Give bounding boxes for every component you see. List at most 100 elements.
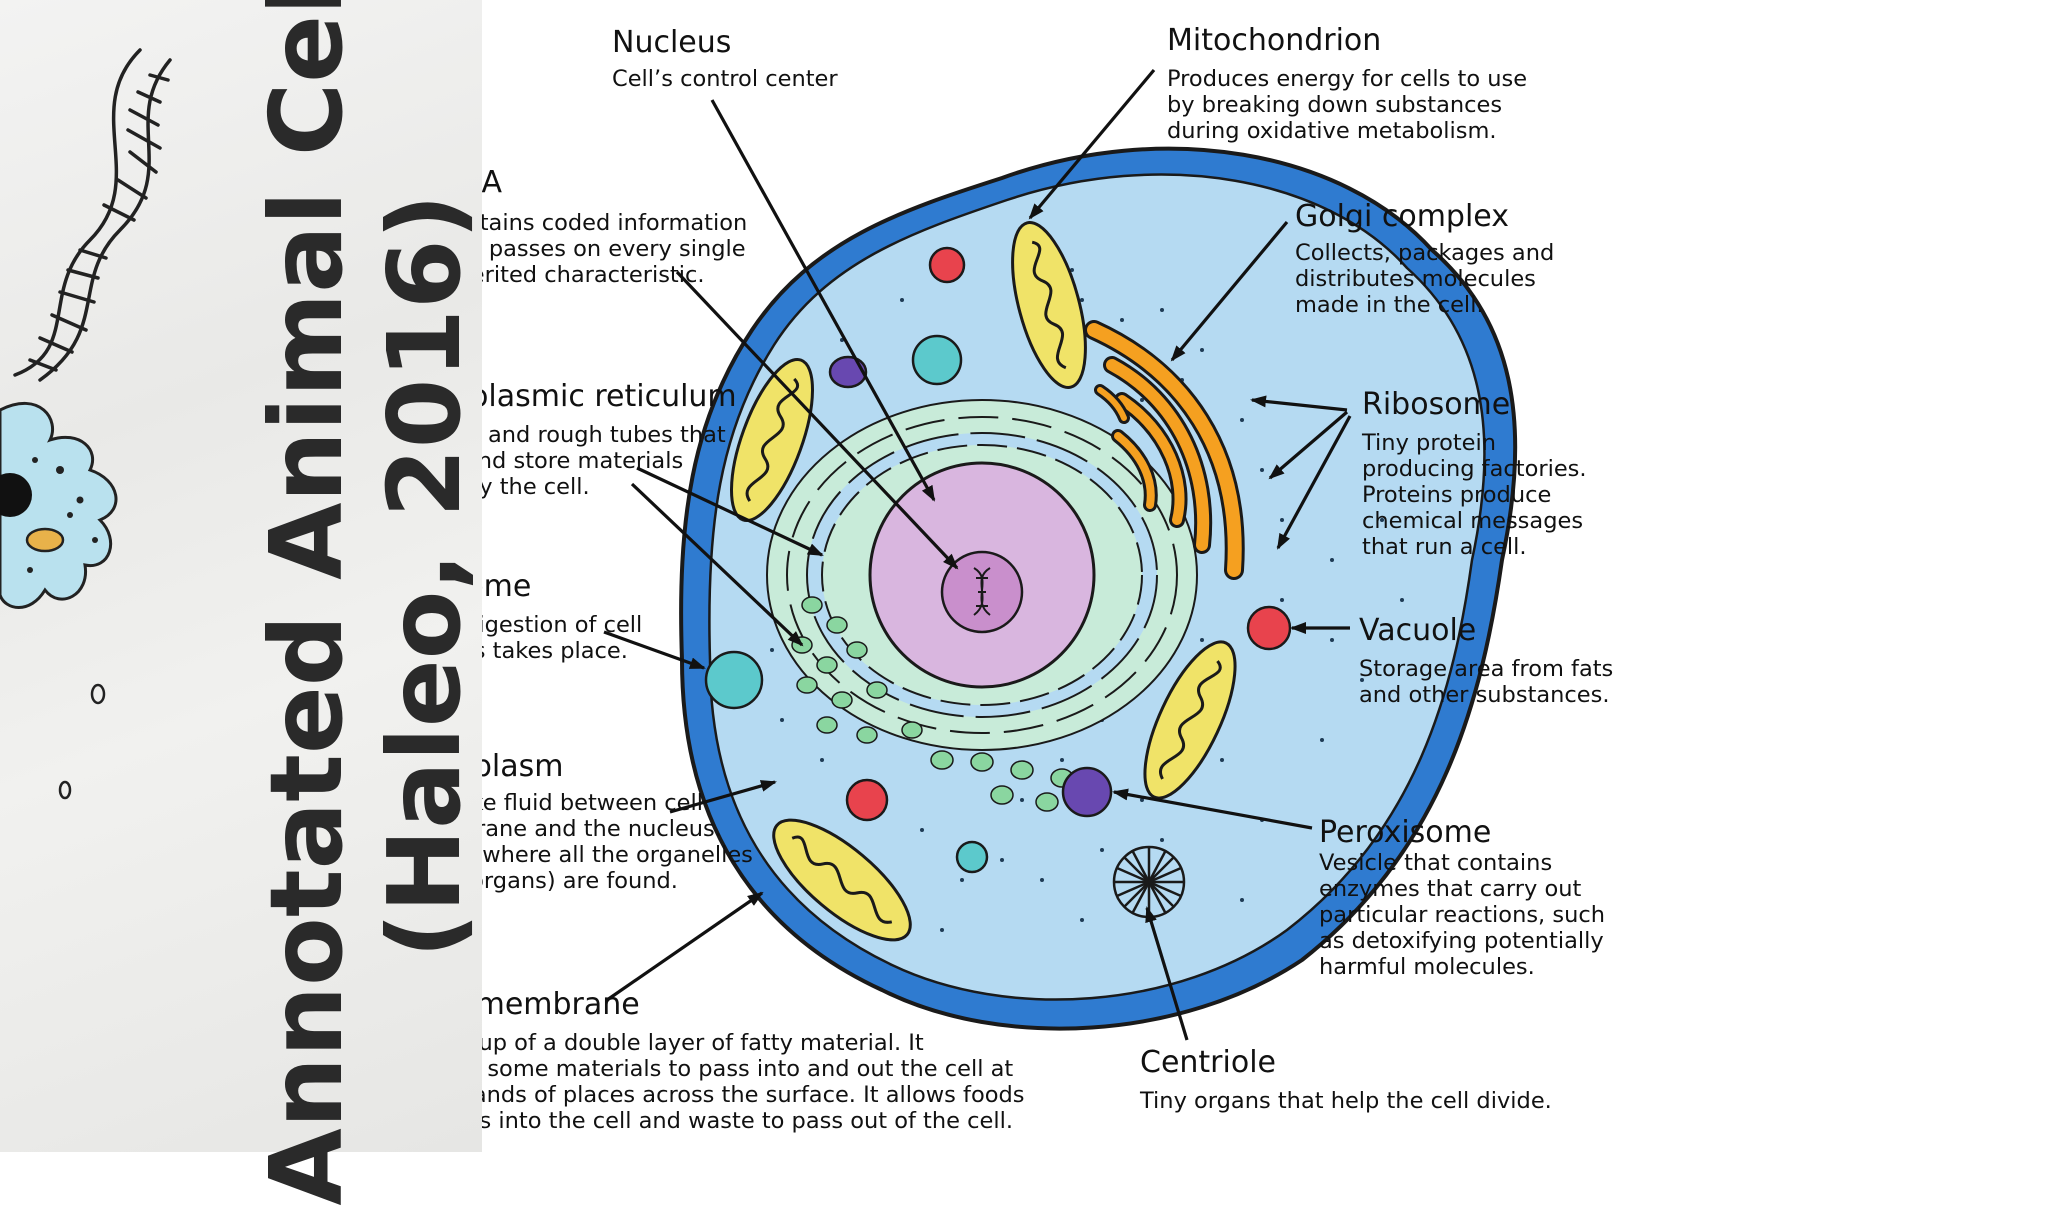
- svg-text:Cell’s control center: Cell’s control center: [612, 66, 838, 92]
- slide-title-line-1: Annotated Animal Cell: [248, 0, 365, 1206]
- label-dna: DNA Contains coded information that pass…: [482, 165, 747, 288]
- peroxisome-top: [828, 355, 868, 389]
- svg-text:inherited characteristic.: inherited characteristic.: [482, 262, 705, 288]
- svg-text:Jelly-like fluid between cell: Jelly-like fluid between cell: [482, 790, 703, 816]
- arrow-nucleus: [710, 99, 936, 502]
- bacteria-doodle-icon: [0, 402, 118, 609]
- label-nucleus: Nucleus Cell’s control center: [612, 25, 838, 92]
- lysosome-bottom: [955, 840, 989, 874]
- label-ribosome: Ribosome Tiny protein producing factorie…: [1361, 387, 1587, 560]
- svg-text:Collects, packages and: Collects, packages and: [1295, 240, 1554, 266]
- svg-text:enzymes that carry out: enzymes that carry out: [1319, 876, 1581, 902]
- svg-text:producing factories.: producing factories.: [1362, 456, 1587, 482]
- svg-text:Vacuole: Vacuole: [1359, 613, 1476, 648]
- svg-text:Centriole: Centriole: [1140, 1045, 1276, 1080]
- centriole: [1112, 845, 1186, 919]
- arrow-lysosome: [603, 630, 706, 670]
- dna-doodle-icon: [13, 48, 172, 382]
- svg-text:This is where all the organell: This is where all the organelles: [482, 842, 753, 868]
- svg-text:Tiny protein: Tiny protein: [1361, 430, 1496, 456]
- label-mitochondrion: Mitochondrion Produces energy for cells …: [1167, 23, 1527, 144]
- svg-text:Made up of a double layer of f: Made up of a double layer of fatty mater…: [482, 1030, 924, 1056]
- svg-text:Nucleus: Nucleus: [612, 25, 731, 60]
- arrow-dna: [675, 270, 959, 570]
- svg-text:that passes on every single: that passes on every single: [482, 236, 746, 262]
- label-peroxisome: Peroxisome Vesicle that contains enzymes…: [1319, 815, 1605, 980]
- label-golgi-complex: Golgi complex Collects, packages and dis…: [1295, 199, 1554, 318]
- slide-title-line-2: (Haleo, 2016): [366, 193, 483, 959]
- pointer-arrows: [603, 68, 1352, 1041]
- arrow-cytoplasm: [669, 780, 777, 814]
- svg-text:as detoxifying potentially: as detoxifying potentially: [1319, 928, 1604, 954]
- arrow-cell-membrane: [606, 891, 764, 1002]
- svg-text:Cell membrane: Cell membrane: [482, 987, 640, 1022]
- svg-text:made by the cell.: made by the cell.: [482, 474, 590, 500]
- svg-text:Vesicle that contains: Vesicle that contains: [1319, 850, 1552, 876]
- mitochondrion-right: [1143, 640, 1237, 800]
- label-centriole: Centriole Tiny organs that help the cell…: [1139, 1045, 1552, 1114]
- lysosome-left: [704, 650, 764, 710]
- arrow-ribosome-1: [1250, 395, 1348, 412]
- vacuole-right: [1246, 605, 1292, 651]
- svg-text:(little organs) are found.: (little organs) are found.: [482, 868, 678, 894]
- lysosomes: [704, 334, 989, 874]
- svg-text:distributes molecules: distributes molecules: [1295, 266, 1536, 292]
- svg-text:to pass into the cell and wast: to pass into the cell and waste to pass …: [482, 1108, 1013, 1134]
- arrow-ribosome-3: [1276, 415, 1352, 550]
- svg-text:during oxidative metabolism.: during oxidative metabolism.: [1167, 118, 1497, 144]
- mitochondrion-bottom: [772, 818, 912, 942]
- svg-text:by breaking down substances: by breaking down substances: [1167, 92, 1502, 118]
- svg-text:allows some materials to pass: allows some materials to pass into and o…: [482, 1056, 1013, 1082]
- svg-text:and other substances.: and other substances.: [1359, 682, 1610, 708]
- svg-text:chemical messages: chemical messages: [1362, 508, 1583, 534]
- svg-text:Peroxisome: Peroxisome: [1319, 815, 1491, 850]
- animal-cell-diagram: Nucleus Cell’s control center DNA Contai…: [482, 0, 2048, 1152]
- mitochondrion-left: [730, 357, 814, 523]
- slide-title-panel: Annotated Animal Cell (Haleo, 2016): [0, 0, 483, 1206]
- svg-text:move and store materials: move and store materials: [482, 448, 683, 474]
- peroxisome-right: [1061, 766, 1113, 818]
- svg-text:particular reactions, such: particular reactions, such: [1319, 902, 1605, 928]
- svg-text:that run a cell.: that run a cell.: [1362, 534, 1527, 560]
- svg-text:Ribosome: Ribosome: [1362, 387, 1510, 422]
- vacuoles: [845, 246, 1292, 822]
- er-vesicles: [791, 596, 1074, 812]
- svg-text:Contains coded information: Contains coded information: [482, 210, 747, 236]
- arrow-golgi-complex: [1170, 220, 1289, 362]
- label-cytoplasm: Cytoplasm Jelly-like fluid between cell …: [482, 749, 753, 894]
- svg-text:Cytoplasm: Cytoplasm: [482, 749, 563, 784]
- bubble-doodle-icon: [58, 683, 106, 800]
- svg-text:Storage area from fats: Storage area from fats: [1359, 656, 1613, 682]
- arrow-ribosome-2: [1268, 410, 1349, 480]
- svg-text:made in the cell.: made in the cell.: [1295, 292, 1484, 318]
- vacuole-top: [928, 246, 966, 284]
- svg-text:harmful molecules.: harmful molecules.: [1319, 954, 1535, 980]
- svg-text:Endoplasmic reticulum: Endoplasmic reticulum: [482, 379, 737, 414]
- mitochondrion-top: [1011, 221, 1087, 389]
- dna-strand-icon: [973, 567, 991, 616]
- svg-text:Where digestion of cell: Where digestion of cell: [482, 612, 642, 638]
- svg-text:Proteins produce: Proteins produce: [1362, 482, 1551, 508]
- svg-text:DNA: DNA: [482, 165, 503, 200]
- nucleus: [868, 461, 1096, 689]
- golgi-complex: [1084, 320, 1245, 580]
- label-lysosome: Lysosome Where digestion of cell nutrien…: [482, 569, 642, 664]
- svg-text:membrane and the nucleus.: membrane and the nucleus.: [482, 816, 722, 842]
- arrow-er-1: [636, 466, 824, 557]
- svg-text:Golgi complex: Golgi complex: [1295, 199, 1509, 234]
- lysosome-top: [911, 334, 963, 386]
- arrow-centriole: [1145, 906, 1189, 1041]
- svg-text:Produces energy for cells to u: Produces energy for cells to use: [1167, 66, 1527, 92]
- arrow-mitochondrion: [1028, 68, 1156, 220]
- svg-text:Smooth and rough tubes that: Smooth and rough tubes that: [482, 422, 726, 448]
- slide-title: Annotated Animal Cell (Haleo, 2016): [248, 0, 484, 1206]
- label-endoplasmic-reticulum: Endoplasmic reticulum Smooth and rough t…: [482, 379, 737, 500]
- arrow-peroxisome: [1112, 788, 1313, 830]
- vacuole-left: [845, 778, 889, 822]
- svg-text:Mitochondrion: Mitochondrion: [1167, 23, 1381, 58]
- mitochondria: [730, 221, 1237, 942]
- svg-text:nutrients takes place.: nutrients takes place.: [482, 638, 628, 664]
- label-vacuole: Vacuole Storage area from fats and other…: [1359, 613, 1613, 708]
- label-cell-membrane: Cell membrane Made up of a double layer …: [482, 987, 1025, 1134]
- svg-text:Tiny organs that help the cell: Tiny organs that help the cell divide.: [1139, 1088, 1552, 1114]
